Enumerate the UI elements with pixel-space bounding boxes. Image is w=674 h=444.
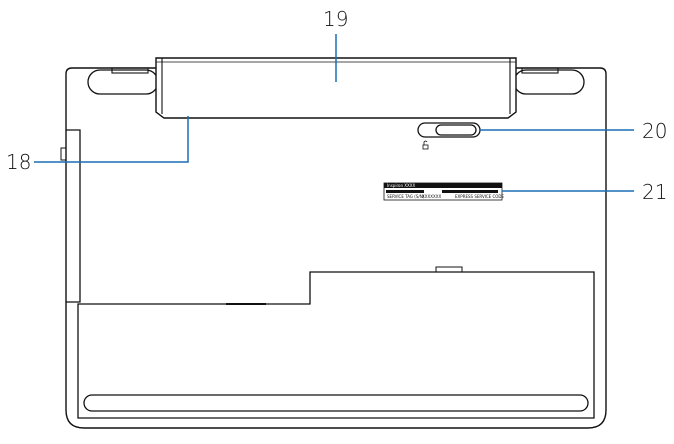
callout-18: 18 [6, 150, 31, 174]
hinge-left [87, 69, 159, 95]
unlock-icon [422, 140, 429, 150]
express-code-text: EXPRESS SERVICE CODE [455, 194, 504, 199]
barcode-left [386, 190, 424, 193]
latch-slider [435, 124, 477, 136]
rubber-foot [83, 394, 589, 412]
panel-tab [435, 266, 463, 273]
laptop-base-outline [65, 67, 607, 429]
optical-drive-edge [66, 129, 81, 303]
callout-line-18 [34, 116, 189, 163]
battery [155, 57, 517, 119]
callout-20: 20 [642, 119, 667, 143]
label-header-text: Inspiron XXXX [387, 183, 415, 188]
hinge-clip-right [521, 67, 559, 74]
drive-eject-button [60, 147, 67, 161]
callout-19: 19 [323, 7, 348, 31]
service-tag-text: SERVICE TAG (S/N) [387, 194, 425, 199]
bottom-access-panel [77, 271, 595, 419]
hinge-clip-left [111, 67, 149, 74]
hinge-right [513, 69, 585, 95]
service-tag-value: XXXXXXX [422, 194, 441, 199]
barcode-right [442, 190, 498, 193]
service-tag-label: Inspiron XXXX SERVICE TAG (S/N) XXXXXXX … [383, 182, 504, 201]
callout-21: 21 [642, 180, 667, 204]
